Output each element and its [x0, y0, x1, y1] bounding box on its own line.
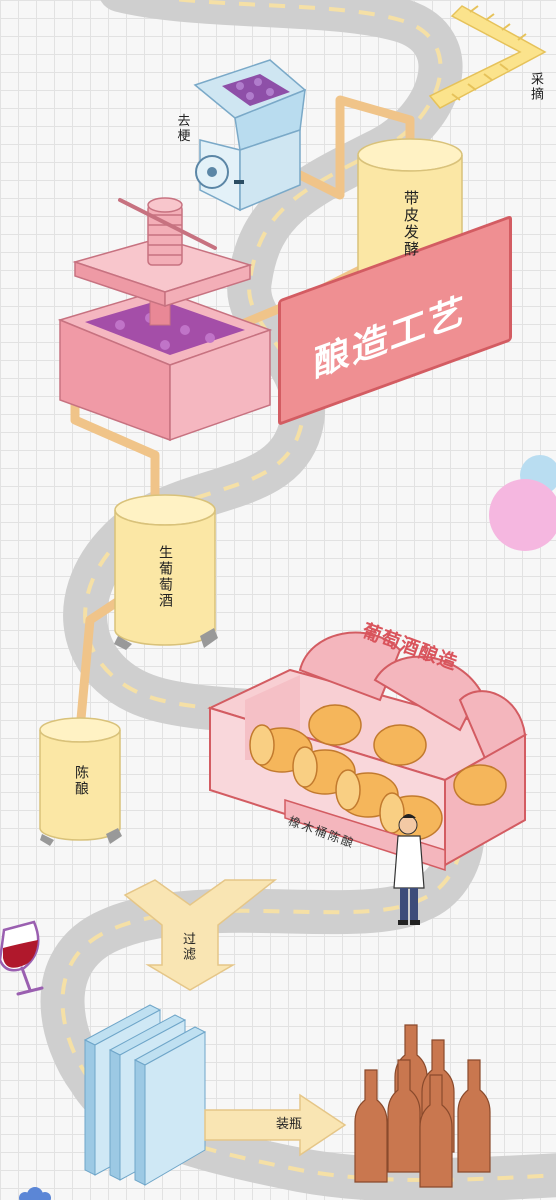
step-label-aging: 陈酿	[73, 765, 89, 797]
filter-panels	[83, 1004, 207, 1186]
step-label-raw-wine: 生葡萄酒	[157, 545, 173, 609]
step-label-bottling: 装瓶	[275, 1117, 302, 1132]
filter-arrow	[123, 879, 278, 991]
step-label-filter: 过滤	[180, 932, 195, 962]
flower-icon	[19, 1187, 51, 1200]
aging-tank	[39, 717, 122, 846]
bottling-arrow	[204, 1093, 347, 1157]
decorative-circles	[489, 455, 556, 551]
raw-wine-tank	[114, 494, 218, 650]
step-label-harvest: 采摘	[528, 72, 543, 102]
wine-glass-icon	[0, 920, 44, 996]
harvest-conveyor	[428, 5, 547, 109]
step-label-destem: 去梗	[177, 114, 193, 144]
wine-bottles	[354, 1024, 491, 1188]
worker-figure	[393, 814, 425, 925]
step-label-skin-ferment: 带皮发酵	[402, 190, 420, 258]
destemmer-machine	[193, 59, 307, 212]
wine-press	[57, 197, 273, 442]
